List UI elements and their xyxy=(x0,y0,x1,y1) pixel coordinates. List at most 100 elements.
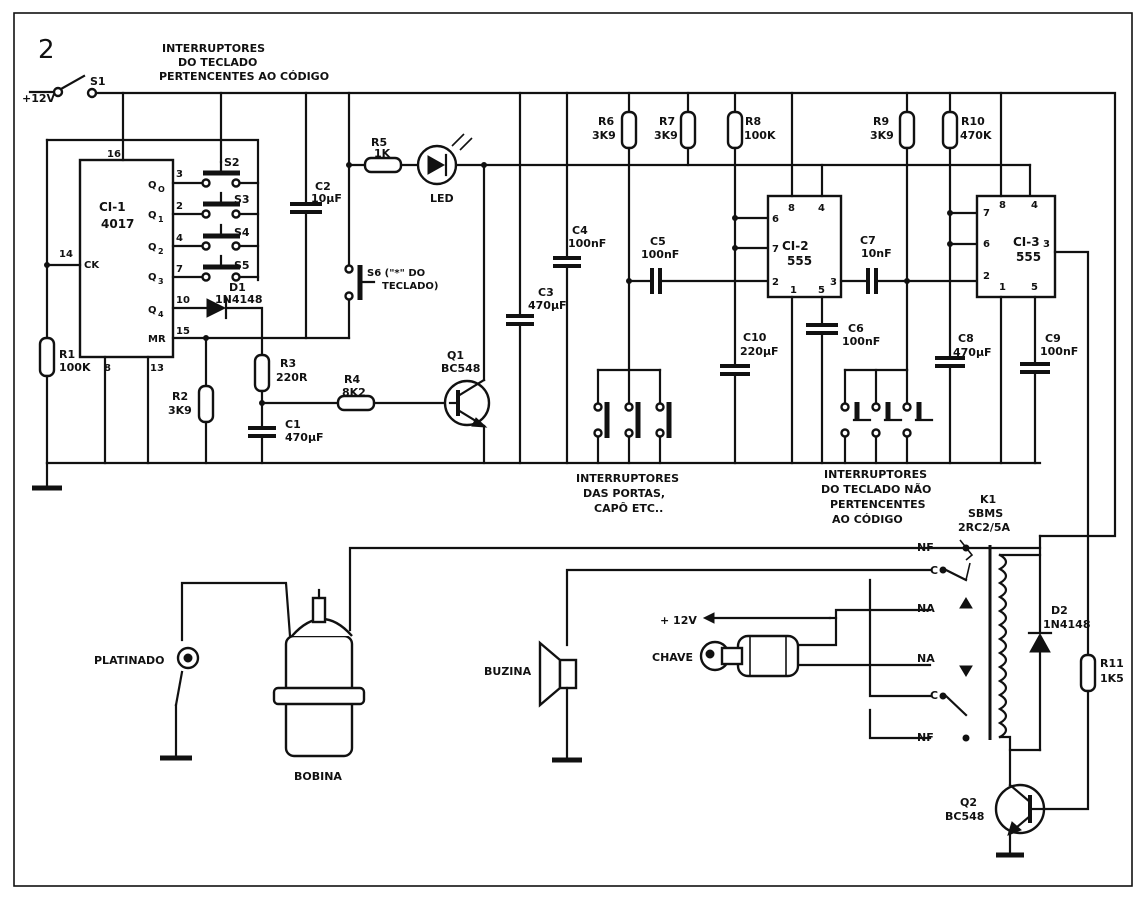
svg-text:1: 1 xyxy=(790,285,797,296)
svg-text:1: 1 xyxy=(999,282,1006,293)
svg-text:1K5: 1K5 xyxy=(1100,672,1124,685)
door-switches xyxy=(593,368,672,465)
svg-text:C4: C4 xyxy=(572,224,588,237)
svg-text:LED: LED xyxy=(430,192,454,205)
svg-text:3K9: 3K9 xyxy=(654,129,678,142)
code-switches-title-1: INTERRUPTORES xyxy=(162,42,265,55)
relay-contacts: NF C NA NA C NF xyxy=(917,539,974,744)
svg-text:+ 12V: + 12V xyxy=(660,614,697,627)
svg-text:100nF: 100nF xyxy=(842,335,880,348)
r11-resistor xyxy=(1079,653,1097,693)
horn-icon xyxy=(538,640,582,763)
svg-text:S4: S4 xyxy=(234,226,250,239)
ci1-4017 xyxy=(78,158,175,359)
svg-text:1K: 1K xyxy=(374,147,391,160)
r10-resistor xyxy=(941,110,959,150)
svg-text:3: 3 xyxy=(158,277,164,286)
svg-text:R2: R2 xyxy=(172,390,188,403)
r7-resistor xyxy=(679,110,697,150)
svg-text:14: 14 xyxy=(59,249,73,260)
svg-text:O: O xyxy=(158,185,165,194)
s1-contact xyxy=(52,86,64,98)
svg-text:S6 ("*" DO: S6 ("*" DO xyxy=(367,268,425,279)
svg-text:R7: R7 xyxy=(659,115,675,128)
svg-text:15: 15 xyxy=(176,326,190,337)
supply-label: +12V xyxy=(22,92,56,105)
svg-text:R11: R11 xyxy=(1100,657,1124,670)
svg-text:4: 4 xyxy=(1031,200,1038,211)
s1-label: S1 xyxy=(90,75,106,88)
platinado-breaker xyxy=(160,646,200,761)
s5-switch: S5 xyxy=(171,254,260,282)
svg-text:C7: C7 xyxy=(860,234,876,247)
svg-text:CAPÔ ETC..: CAPÔ ETC.. xyxy=(594,502,663,515)
svg-text:C2: C2 xyxy=(315,180,331,193)
svg-text:16: 16 xyxy=(107,149,121,160)
svg-text:10nF: 10nF xyxy=(861,247,892,260)
svg-text:BUZINA: BUZINA xyxy=(484,665,532,678)
svg-text:INTERRUPTORES: INTERRUPTORES xyxy=(824,468,927,481)
svg-text:Q: Q xyxy=(148,210,157,221)
k1-relay-coil xyxy=(988,534,1042,752)
r6-resistor xyxy=(620,110,638,150)
svg-text:C5: C5 xyxy=(650,235,666,248)
svg-text:C: C xyxy=(930,689,938,702)
svg-text:BC548: BC548 xyxy=(441,362,480,375)
svg-text:6: 6 xyxy=(983,239,990,250)
svg-text:8: 8 xyxy=(788,203,795,214)
svg-text:INTERRUPTORES: INTERRUPTORES xyxy=(576,472,679,485)
r2-resistor xyxy=(197,384,215,424)
svg-text:470K: 470K xyxy=(960,129,992,142)
svg-text:S2: S2 xyxy=(224,156,240,169)
svg-text:NA: NA xyxy=(917,602,935,615)
svg-text:Q: Q xyxy=(148,242,157,253)
d1-diode: D1 1N4148 xyxy=(171,281,264,357)
svg-text:Q2: Q2 xyxy=(960,796,977,809)
svg-text:5: 5 xyxy=(1031,282,1038,293)
svg-text:BOBINA: BOBINA xyxy=(294,770,342,783)
svg-text:CI-2: CI-2 xyxy=(782,239,809,253)
svg-text:CHAVE: CHAVE xyxy=(652,651,693,664)
svg-text:2: 2 xyxy=(176,201,183,212)
s6-switch xyxy=(344,264,354,274)
svg-text:10: 10 xyxy=(176,295,190,306)
svg-text:3K9: 3K9 xyxy=(168,404,192,417)
svg-text:C3: C3 xyxy=(538,286,554,299)
svg-text:5: 5 xyxy=(818,285,825,296)
svg-text:CK: CK xyxy=(84,260,100,271)
svg-text:1N4148: 1N4148 xyxy=(1043,618,1090,631)
svg-text:AO CÓDIGO: AO CÓDIGO xyxy=(832,513,903,526)
svg-text:R1: R1 xyxy=(59,348,75,361)
ci3-555 xyxy=(975,194,1057,299)
svg-text:BC548: BC548 xyxy=(945,810,984,823)
r1-resistor xyxy=(38,336,56,378)
svg-text:4: 4 xyxy=(176,233,183,244)
svg-text:470µF: 470µF xyxy=(528,299,567,312)
ci1-part: 4017 xyxy=(101,217,134,231)
svg-text:3K9: 3K9 xyxy=(870,129,894,142)
svg-text:R9: R9 xyxy=(873,115,889,128)
svg-text:220R: 220R xyxy=(276,371,308,384)
svg-text:DAS PORTAS,: DAS PORTAS, xyxy=(583,487,665,500)
r8-resistor xyxy=(726,110,744,150)
svg-text:R10: R10 xyxy=(961,115,985,128)
svg-text:C8: C8 xyxy=(958,332,974,345)
s2-switch: S2 xyxy=(171,156,260,188)
svg-text:PLATINADO: PLATINADO xyxy=(94,654,165,667)
svg-text:3: 3 xyxy=(176,169,183,180)
d2-diode: D2 1N4148 xyxy=(1027,553,1090,752)
code-switches-title-2: DO TECLADO xyxy=(178,56,257,69)
s3-switch: S3 xyxy=(171,191,260,219)
code-switches-title-3: PERTENCENTES AO CÓDIGO xyxy=(159,70,329,83)
svg-text:555: 555 xyxy=(787,254,812,268)
svg-text:100K: 100K xyxy=(59,361,91,374)
ci1-feed xyxy=(45,138,260,282)
svg-text:S3: S3 xyxy=(234,193,250,206)
ignition-key-switch xyxy=(699,634,800,678)
svg-text:R6: R6 xyxy=(598,115,614,128)
svg-text:R4: R4 xyxy=(344,373,360,386)
svg-text:3K9: 3K9 xyxy=(592,129,616,142)
svg-text:DO TECLADO NÃO: DO TECLADO NÃO xyxy=(821,483,931,496)
svg-text:100K: 100K xyxy=(744,129,776,142)
